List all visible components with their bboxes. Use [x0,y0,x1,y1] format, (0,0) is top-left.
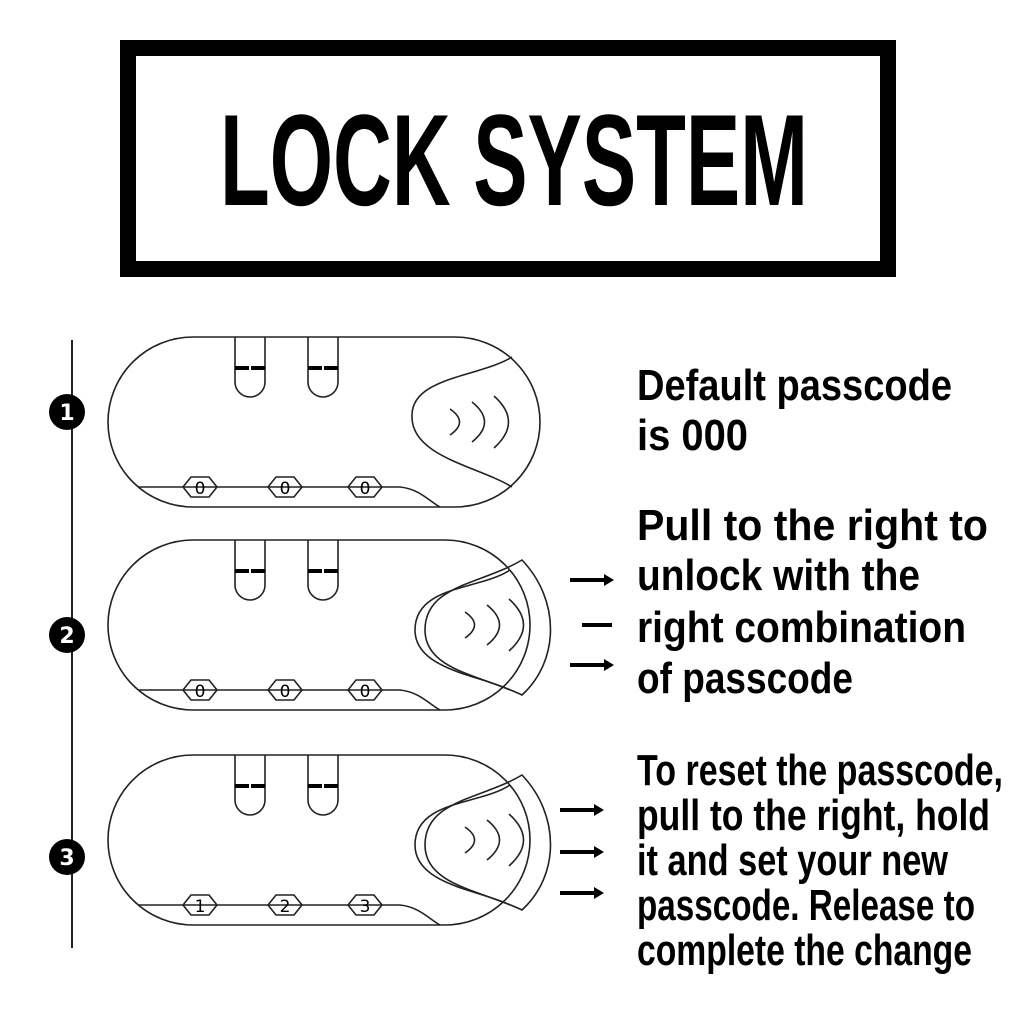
dial-wheel[interactable] [181,894,219,916]
grip-arc-icon [486,819,501,861]
shackle-slot [234,337,266,398]
instruction-line: passcode. Release to [637,881,975,930]
instruction-line: complete the change [637,926,972,975]
pull-arrow-icon [570,574,614,586]
instruction-line: it and set your new [637,836,949,885]
dial-digit: 0 [280,682,291,702]
instruction-line: pull to the right, hold [637,791,990,840]
lock-step-1: 0 0 0 [107,336,541,508]
shackle-slot [307,540,339,601]
shackle-slot [234,540,266,601]
step-number-badge: 3 [49,839,85,875]
lock-step-3: 1 2 3 [107,754,552,926]
page-title: LOCK SYSTEM [220,87,808,233]
step-number-badge: 1 [49,394,85,430]
title-box [120,40,896,277]
lock-body [107,336,541,508]
instruction-line: To reset the passcode, [637,746,1003,795]
lock-body [107,539,531,711]
step-number: 1 [59,401,74,426]
dial-wheel[interactable] [266,476,304,498]
pull-arrow-icon [560,846,604,858]
dial-wheel[interactable] [346,476,384,498]
grip-arc-icon [449,408,461,436]
lock-body [107,754,531,926]
shackle-slot [307,337,339,398]
instruction-line: unlock with the [637,551,920,600]
dial-digit: 0 [360,682,371,702]
grip-arc-icon [508,813,525,867]
grip-arc-icon [486,604,501,646]
dial-wheel[interactable] [266,894,304,916]
dial-digit: 0 [360,479,371,499]
dial-wheel[interactable] [266,679,304,701]
grip-arc-icon [464,611,476,639]
dial-wheel[interactable] [181,476,219,498]
pull-arrow-icon [570,659,614,671]
slider-button[interactable] [424,773,552,911]
grip-arc-icon [493,395,510,449]
dial-digit: 3 [360,897,371,917]
instruction-line: Pull to the right to [637,501,988,550]
instruction-line: is 000 [637,411,748,460]
instruction-line: right combination [637,603,966,652]
dial-digit: 0 [195,479,206,499]
shackle-slot [234,755,266,816]
dial-track [138,486,441,508]
dial-track [138,689,441,711]
grip-arc-icon [471,401,486,443]
instruction-line: of passcode [637,654,853,703]
shackle-slot [307,755,339,816]
lock-step-2: 0 0 0 [107,539,552,711]
slider-button[interactable] [411,356,513,488]
step-number-badge: 2 [49,617,85,653]
step-number: 2 [59,624,74,649]
grip-arc-icon [508,598,525,652]
dial-digit: 0 [195,682,206,702]
dial-wheel[interactable] [346,679,384,701]
step-3-instructions: To reset the passcode,pull to the right,… [637,746,1003,975]
dial-digit: 2 [280,897,291,917]
dial-track [138,904,441,926]
dial-digit: 1 [195,897,206,917]
slider-button[interactable] [424,558,552,696]
pull-arrow-icon [560,804,604,816]
dial-wheel[interactable] [181,679,219,701]
dial-digit: 0 [280,479,291,499]
step-number: 3 [59,846,74,871]
grip-arc-icon [464,826,476,854]
instruction-line: Default passcode [637,361,952,410]
dial-wheel[interactable] [346,894,384,916]
pull-arrow-icon [560,887,604,899]
